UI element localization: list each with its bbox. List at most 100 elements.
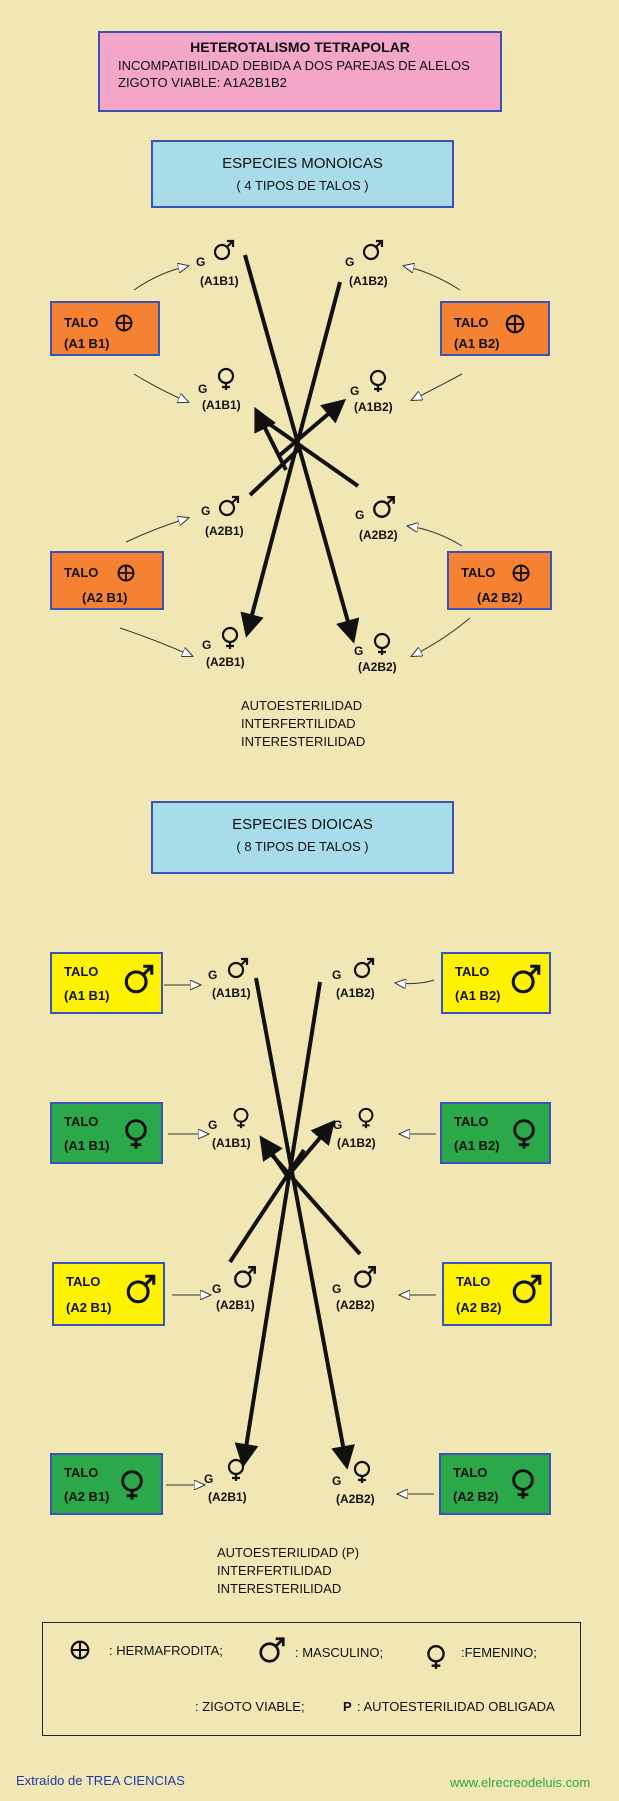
female-icon bbox=[350, 1458, 374, 1486]
male-icon bbox=[124, 1272, 158, 1306]
gamete-g: G bbox=[196, 255, 206, 269]
talo-label: TALO bbox=[456, 1274, 491, 1289]
hermaphrodite-icon bbox=[511, 563, 531, 583]
gamete-g: G bbox=[333, 1118, 343, 1132]
gamete-code: (A2B1) bbox=[208, 1490, 247, 1504]
female-icon bbox=[116, 1463, 148, 1507]
gamete-code: (A1B2) bbox=[349, 274, 388, 288]
talo-label: TALO bbox=[453, 1465, 488, 1480]
male-icon bbox=[226, 956, 250, 980]
gamete-code: (A1B2) bbox=[336, 986, 375, 1000]
header-title: HETEROTALISMO TETRAPOLAR bbox=[190, 39, 410, 55]
hermaphrodite-icon bbox=[114, 313, 134, 333]
male-icon bbox=[122, 962, 156, 996]
talo-label: TALO bbox=[455, 964, 490, 979]
talo-label: TALO bbox=[64, 1114, 99, 1129]
note-autoesterilidad-p: AUTOESTERILIDAD (P) bbox=[217, 1545, 360, 1560]
gamete-code: (A2B2) bbox=[336, 1298, 375, 1312]
legend-box: : HERMAFRODITA; : MASCULINO; :FEMENINO; … bbox=[42, 1622, 581, 1736]
gamete-code: (A1B2) bbox=[337, 1136, 376, 1150]
header-line1: INCOMPATIBILIDAD DEBIDA A DOS PAREJAS DE… bbox=[118, 58, 470, 73]
talo-label: TALO bbox=[64, 964, 99, 979]
gamete-g: G bbox=[332, 1282, 342, 1296]
gamete-g: G bbox=[208, 1118, 218, 1132]
note-autoesterilidad: AUTOESTERILIDAD bbox=[241, 698, 363, 713]
gamete-code: (A1B1) bbox=[200, 274, 239, 288]
talo-dioica-female-a2b2: TALO (A2 B2) bbox=[439, 1453, 551, 1515]
dioicas-zygote-arrows bbox=[228, 977, 362, 1470]
male-icon bbox=[257, 1635, 287, 1665]
male-icon bbox=[352, 1264, 378, 1290]
gamete-g: G bbox=[350, 384, 360, 398]
gamete-code: (A1B1) bbox=[212, 986, 251, 1000]
talo-dioica-female-a1b2: TALO (A1 B2) bbox=[440, 1102, 551, 1164]
talo-label: TALO bbox=[64, 1465, 99, 1480]
talo-label: TALO bbox=[454, 315, 489, 330]
gamete-g: G bbox=[345, 255, 355, 269]
talo-code: (A1 B1) bbox=[64, 988, 110, 1003]
talo-label: TALO bbox=[64, 315, 99, 330]
gamete-code: (A2B2) bbox=[358, 660, 397, 674]
male-icon bbox=[371, 494, 397, 520]
female-icon bbox=[218, 624, 242, 652]
section-dioicas: ESPECIES DIOICAS ( 8 TIPOS DE TALOS ) bbox=[151, 801, 454, 874]
gamete-g: G bbox=[198, 382, 208, 396]
talo-dioica-female-a1b1: TALO (A1 B1) bbox=[50, 1102, 163, 1164]
talo-label: TALO bbox=[454, 1114, 489, 1129]
female-icon bbox=[507, 1461, 539, 1507]
female-icon bbox=[120, 1112, 152, 1156]
hermaphrodite-icon bbox=[69, 1639, 91, 1661]
hermaphrodite-icon bbox=[116, 563, 136, 583]
header-box: HETEROTALISMO TETRAPOLAR INCOMPATIBILIDA… bbox=[98, 31, 502, 112]
gamete-g: G bbox=[212, 1282, 222, 1296]
male-icon bbox=[509, 962, 543, 996]
talo-code: (A1 B2) bbox=[454, 336, 500, 351]
header-line2: ZIGOTO VIABLE: A1A2B1B2 bbox=[118, 75, 287, 90]
section-monoicas-title: ESPECIES MONOICAS bbox=[222, 155, 383, 172]
section-monoicas-subtitle: ( 4 TIPOS DE TALOS ) bbox=[236, 178, 369, 193]
gamete-g: G bbox=[332, 1474, 342, 1488]
gamete-code: (A1B2) bbox=[354, 400, 393, 414]
gamete-g: G bbox=[332, 968, 342, 982]
female-icon bbox=[214, 366, 238, 392]
gamete-code: (A2B1) bbox=[206, 655, 245, 669]
talo-monoica-a2b2: TALO (A2 B2) bbox=[447, 551, 552, 610]
gamete-g: G bbox=[208, 968, 218, 982]
talo-monoica-a1b2: TALO (A1 B2) bbox=[440, 301, 550, 356]
section-monoicas: ESPECIES MONOICAS ( 4 TIPOS DE TALOS ) bbox=[151, 140, 454, 208]
legend-hermafrodita: : HERMAFRODITA; bbox=[109, 1643, 223, 1658]
gamete-code: (A2B2) bbox=[336, 1492, 375, 1506]
gamete-code: (A1B1) bbox=[202, 398, 241, 412]
monoicas-thin-arrows bbox=[119, 266, 471, 656]
talo-dioica-female-a2b1: TALO (A2 B1) bbox=[50, 1453, 163, 1515]
note-interesterilidad: INTERESTERILIDAD bbox=[241, 734, 366, 749]
note-interfertilidad: INTERFERTILIDAD bbox=[217, 1563, 332, 1578]
male-icon bbox=[361, 238, 385, 262]
male-icon bbox=[212, 238, 236, 262]
legend-p-key: P bbox=[343, 1699, 352, 1714]
female-icon bbox=[366, 368, 390, 394]
talo-code: (A1 B1) bbox=[64, 336, 110, 351]
talo-dioica-male-a1b1: TALO (A1 B1) bbox=[50, 952, 163, 1014]
section-dioicas-title: ESPECIES DIOICAS bbox=[232, 816, 373, 833]
talo-dioica-male-a2b2: TALO (A2 B2) bbox=[442, 1262, 552, 1326]
talo-monoica-a2b1: TALO (A2 B1) bbox=[50, 551, 164, 610]
talo-code: (A2 B2) bbox=[477, 590, 523, 605]
footer-site[interactable]: www.elrecreodeluis.com bbox=[450, 1775, 591, 1790]
legend-masculino: : MASCULINO; bbox=[295, 1645, 384, 1660]
talo-label: TALO bbox=[461, 565, 496, 580]
female-icon bbox=[355, 1106, 377, 1130]
legend-femenino: :FEMENINO; bbox=[461, 1645, 537, 1660]
female-icon bbox=[370, 630, 394, 658]
female-icon bbox=[423, 1637, 449, 1677]
footer-source: Extraído de TREA CIENCIAS bbox=[16, 1773, 185, 1788]
gamete-g: G bbox=[201, 504, 211, 518]
hermaphrodite-icon bbox=[504, 313, 526, 335]
talo-monoica-a1b1: TALO (A1 B1) bbox=[50, 301, 160, 356]
talo-code: (A2 B2) bbox=[453, 1489, 499, 1504]
talo-code: (A1 B2) bbox=[454, 1138, 500, 1153]
gamete-code: (A2B2) bbox=[359, 528, 398, 542]
talo-code: (A2 B2) bbox=[456, 1300, 502, 1315]
monoicas-zygote-arrows bbox=[240, 254, 360, 644]
